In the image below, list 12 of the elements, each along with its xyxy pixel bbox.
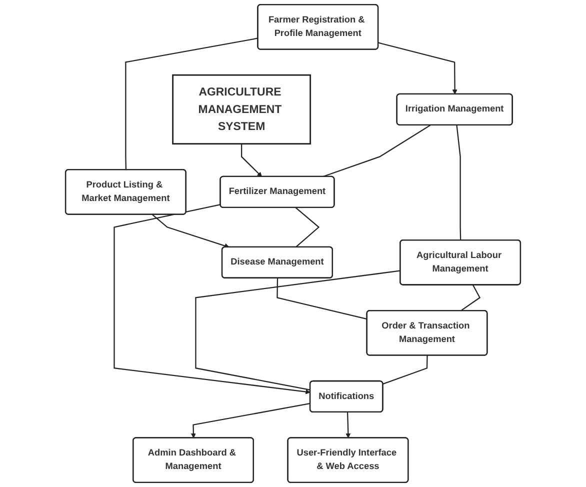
connector [195,270,400,390]
arrow [241,144,262,177]
arrow [152,214,230,248]
connector [276,278,368,320]
connector [456,125,462,240]
connector [382,356,428,385]
arrow [190,402,310,438]
connector [125,38,258,170]
arrow [346,412,351,438]
arrow [378,42,458,94]
arrow [114,204,311,394]
node-box: AGRICULTURE MANAGEMENT SYSTEM [172,74,312,145]
